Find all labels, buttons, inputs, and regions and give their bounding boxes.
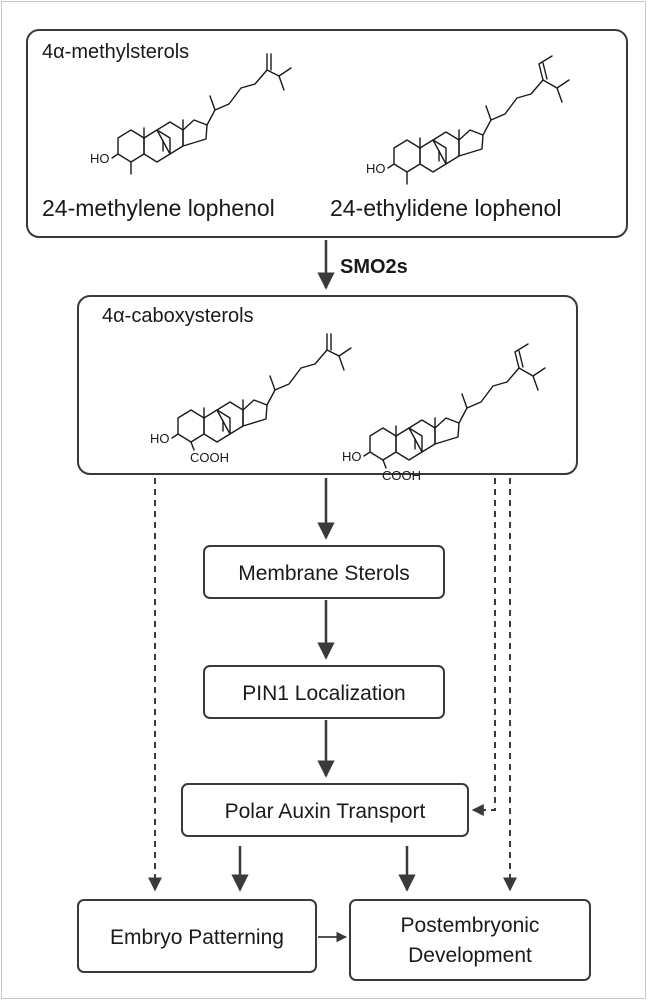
dashed-arrow-to-polar-auxin [471,478,496,816]
compound-label-ethylidene-lophenol: 24-ethylidene lophenol [330,195,561,221]
carboxysterol-right-structure: HO COOH [342,343,546,483]
compound-label-methylene-lophenol: 24-methylene lophenol [42,195,275,221]
methylene-lophenol-structure: HO [90,53,292,175]
hydroxyl-label-right-mid: HO [342,449,362,464]
polar-auxin-transport-label: Polar Auxin Transport [225,800,426,823]
methylsterols-box: 4α-methylsterols HO [26,29,628,238]
embryo-patterning-node: Embryo Patterning [77,899,317,973]
postembryonic-label-line1: Postembryonic [401,914,540,937]
polar-auxin-transport-node: Polar Auxin Transport [181,783,469,837]
postembryonic-label-line2: Development [408,944,532,967]
postembryonic-development-node: Postembryonic Development [349,899,591,981]
membrane-sterols-node: Membrane Sterols [203,545,445,599]
carboxyl-label-left: COOH [190,450,229,465]
ethylidene-lophenol-structure: HO [366,55,570,185]
caboxysterols-box: 4α-caboxysterols HO COOH [77,295,578,483]
caboxysterols-title: 4α-caboxysterols [102,305,254,327]
pin1-localization-node: PIN1 Localization [203,665,445,719]
hydroxyl-label-right-top: HO [366,161,386,176]
embryo-patterning-label: Embryo Patterning [110,926,284,949]
hydroxyl-label-left-top: HO [90,151,110,166]
membrane-sterols-label: Membrane Sterols [238,562,410,585]
carboxyl-label-right: COOH [382,468,421,483]
hydroxyl-label-left-mid: HO [150,431,170,446]
enzyme-label-smo2s: SMO2s [340,256,408,278]
methylsterols-title: 4α-methylsterols [42,41,189,63]
carboxysterol-left-structure: HO COOH [150,333,352,465]
pin1-localization-label: PIN1 Localization [242,682,405,705]
